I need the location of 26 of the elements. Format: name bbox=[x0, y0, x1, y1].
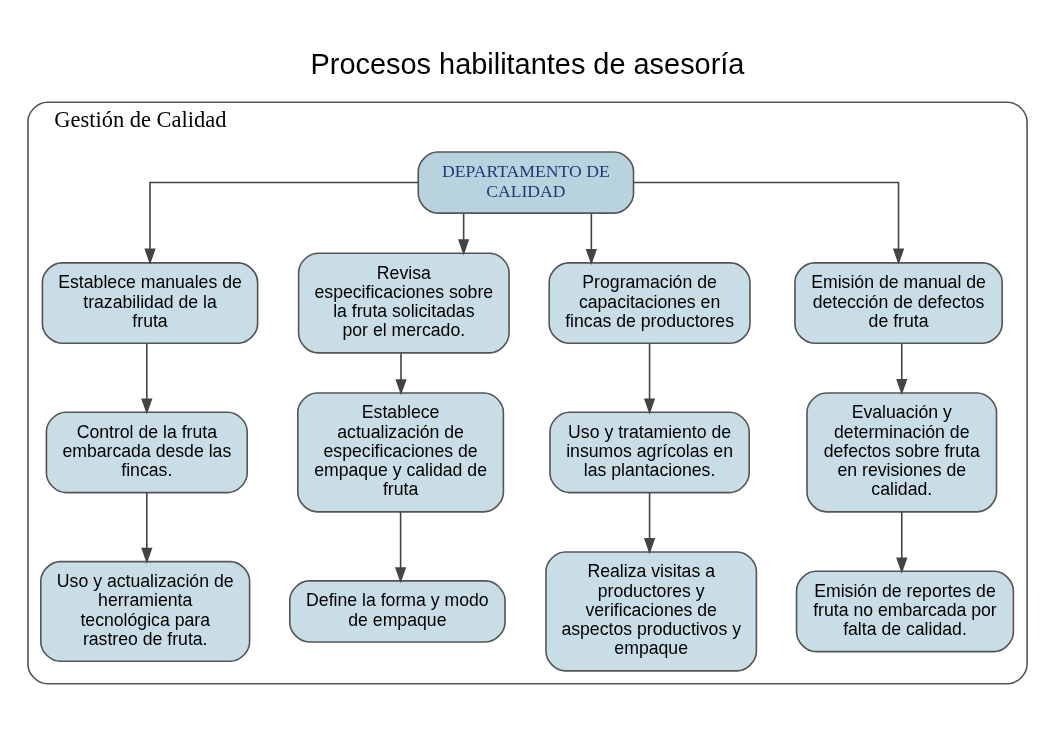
arrow bbox=[896, 510, 908, 574]
arrow bbox=[141, 342, 153, 415]
node-box: Evaluación y determinación de defectos sobre fruta en revisiones de calidad. bbox=[806, 391, 998, 513]
arrow bbox=[643, 491, 656, 554]
node-box: DEPARTAMENTO DE CALIDAD bbox=[417, 150, 635, 214]
node-box: Control de la fruta embarcada desde las fincas. bbox=[45, 410, 248, 493]
arrow bbox=[896, 342, 908, 395]
node-box: Emisión de manual de detección de defectos de fruta bbox=[794, 261, 1003, 344]
node-box: Establece manuales de trazabilidad de la fruta bbox=[41, 261, 259, 344]
arrow bbox=[394, 510, 407, 583]
arrow bbox=[458, 212, 470, 255]
node-box: Emisión de reportes de fruta no embarcada por falta de calidad. bbox=[795, 570, 1015, 652]
arrow bbox=[585, 212, 597, 265]
arrow bbox=[643, 342, 656, 415]
node-box: Establece actualización de especificaciones de empaque y calidad de fruta bbox=[297, 391, 505, 513]
node-box: Realiza visitas a productores y verificaciones de aspectos productivos y empaque bbox=[545, 550, 758, 672]
node-box: Uso y actualización de herramienta tecnológica para rastreo de fruta. bbox=[40, 560, 251, 662]
arrow bbox=[144, 181, 419, 265]
node-box: Programación de capacitaciones en fincas de productores bbox=[548, 261, 751, 344]
node-box: Revisa especificaciones sobre la fruta solicitadas por el mercado. bbox=[297, 251, 510, 354]
node-box: Uso y tratamiento de insumos agrícolas en las plantaciones. bbox=[549, 410, 750, 493]
arrow bbox=[141, 491, 153, 564]
arrow bbox=[632, 181, 905, 265]
diagram-title: Procesos habilitantes de asesoría bbox=[310, 47, 745, 80]
arrow bbox=[395, 351, 407, 395]
node-box: Define la forma y modo de empaque bbox=[288, 579, 506, 643]
